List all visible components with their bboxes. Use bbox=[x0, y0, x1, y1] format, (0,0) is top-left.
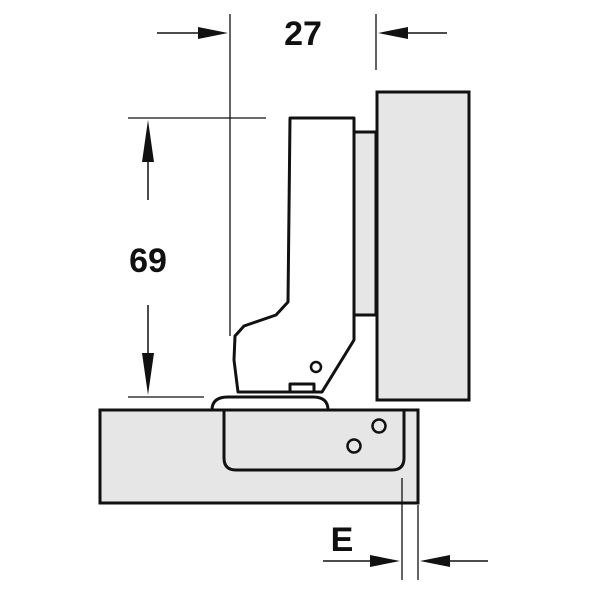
arrow-right-icon bbox=[370, 555, 400, 567]
side-panel bbox=[375, 90, 471, 402]
arrow-left-icon bbox=[378, 27, 408, 39]
arrow-down-icon bbox=[142, 353, 154, 395]
dimension-e bbox=[323, 478, 488, 580]
dimension-69-label: 69 bbox=[129, 242, 167, 280]
mounting-plate bbox=[352, 130, 378, 317]
dimension-69 bbox=[128, 117, 266, 398]
dimension-e-label: E bbox=[331, 521, 354, 559]
hinge-arm bbox=[232, 116, 356, 394]
dimension-27 bbox=[157, 14, 447, 336]
cup-hole-lower bbox=[346, 438, 362, 454]
arrow-up-icon bbox=[142, 120, 154, 162]
arrow-right-icon bbox=[198, 27, 228, 39]
cup-hole-upper bbox=[371, 418, 387, 434]
arm-rivet bbox=[309, 360, 323, 374]
dimension-27-label: 27 bbox=[284, 15, 322, 53]
hinge-cup bbox=[222, 408, 406, 472]
cup-flange bbox=[210, 395, 330, 412]
arrow-left-icon bbox=[420, 555, 450, 567]
